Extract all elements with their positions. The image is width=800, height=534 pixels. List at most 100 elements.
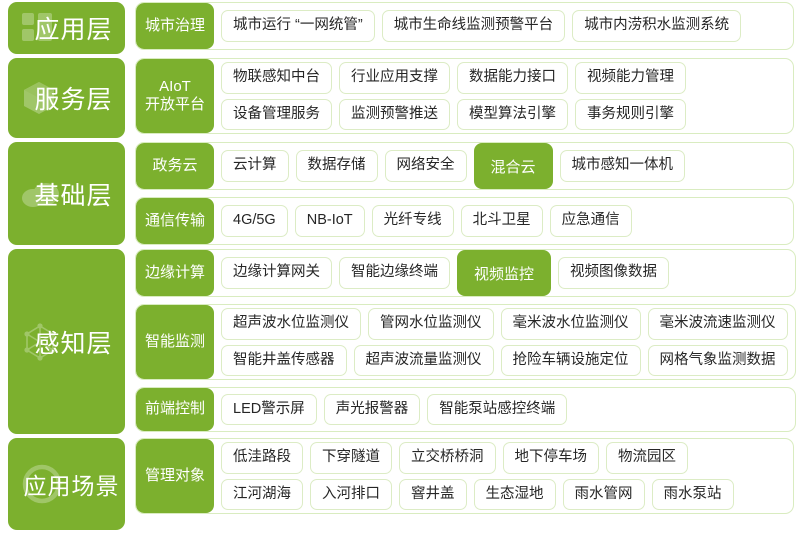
chip-item[interactable]: 地下停车场 [502, 442, 599, 474]
layer-groups-perception: 边缘计算 边缘计算网关 智能边缘终端 视频监控 视频图像数据 智能监测 超 [135, 249, 800, 434]
group-title-edge-computing: 边缘计算 [136, 250, 214, 296]
group-title-city-governance: 城市治理 [136, 3, 214, 49]
group-communication-transmission: 通信传输 4G/5G NB-IoT 光纤专线 北斗卫星 应急通信 [135, 197, 794, 245]
chip-line: LED警示屏 声光报警器 智能泵站感控终端 [221, 393, 788, 426]
chip-item[interactable]: 数据存储 [295, 150, 378, 182]
layer-label-infrastructure-layer: 基础层 [8, 142, 125, 245]
chip-item[interactable]: 光纤专线 [371, 205, 454, 237]
chip-item[interactable]: 应急通信 [549, 205, 632, 237]
chip-item[interactable]: 城市运行 “一网统管” [221, 10, 375, 42]
chip-item[interactable]: 边缘计算网关 [221, 257, 332, 289]
group-title-government-cloud: 政务云 [136, 143, 214, 189]
chip-item[interactable]: 智能泵站感控终端 [427, 393, 568, 426]
layer-title: 服务层 [34, 86, 113, 114]
chip-item[interactable]: 云计算 [221, 150, 289, 182]
chip-item[interactable]: 毫米波水位监测仪 [500, 308, 641, 340]
group-aiot-open-platform: AIoT 开放平台 物联感知中台 行业应用支撑 数据能力接口 视频能力管理 设备… [135, 58, 794, 134]
group-front-end-control: 前端控制 LED警示屏 声光报警器 智能泵站感控终端 [135, 387, 796, 432]
group-government-cloud: 政务云 云计算 数据存储 网络安全 混合云 城市感知一体机 [135, 142, 794, 190]
chip-item[interactable]: 模型算法引擎 [457, 98, 568, 130]
split-wrap: 边缘计算网关 智能边缘终端 视频监控 视频图像数据 [214, 250, 795, 296]
layer-groups-application: 城市治理 城市运行 “一网统管” 城市生命线监测预警平台 城市内涝积水监测系统 [135, 2, 800, 54]
group-title-line: AIoT [159, 77, 191, 95]
group-city-governance: 城市治理 城市运行 “一网统管” 城市生命线监测预警平台 城市内涝积水监测系统 [135, 2, 794, 50]
chip-line: 超声波水位监测仪 管网水位监测仪 毫米波水位监测仪 毫米波流速监测仪 [221, 308, 788, 340]
chip-item[interactable]: 超声波水位监测仪 [221, 308, 361, 340]
chip-area-communication: 4G/5G NB-IoT 光纤专线 北斗卫星 应急通信 [214, 198, 793, 244]
chip-item[interactable]: 窨井盖 [399, 478, 467, 510]
chip-item[interactable]: 城市感知一体机 [559, 150, 686, 182]
chip-item[interactable]: 声光报警器 [323, 393, 421, 426]
chip-item[interactable]: 行业应用支撑 [339, 62, 450, 94]
group-title-video-surveillance: 视频监控 [457, 250, 552, 296]
group-title-management-objects: 管理对象 [136, 439, 214, 513]
chip-item[interactable]: 城市内涝积水监测系统 [572, 10, 742, 42]
group-title-line: 开放平台 [144, 96, 205, 113]
chip-item[interactable]: 数据能力接口 [457, 62, 568, 94]
chip-line: 4G/5G NB-IoT 光纤专线 北斗卫星 应急通信 [221, 205, 786, 237]
group-edge-computing: 边缘计算 边缘计算网关 智能边缘终端 视频监控 视频图像数据 [135, 249, 796, 297]
chip-line: 低洼路段 下穿隧道 立交桥桥洞 地下停车场 物流园区 [221, 442, 786, 474]
chip-item[interactable]: 城市生命线监测预警平台 [381, 10, 566, 42]
chip-item[interactable]: 网络安全 [384, 150, 467, 182]
chip-line: 城市运行 “一网统管” 城市生命线监测预警平台 城市内涝积水监测系统 [221, 10, 786, 42]
layer-title: 应用场景 [23, 473, 120, 499]
chip-area-edge-computing: 边缘计算网关 智能边缘终端 [214, 250, 457, 296]
layer-groups-service: AIoT 开放平台 物联感知中台 行业应用支撑 数据能力接口 视频能力管理 设备… [135, 58, 800, 138]
chip-item[interactable]: 智能井盖传感器 [221, 344, 347, 376]
chip-item[interactable]: 视频图像数据 [558, 257, 670, 289]
chip-item[interactable]: 立交桥桥洞 [399, 442, 496, 474]
layer-infrastructure: 基础层 政务云 云计算 数据存储 网络安全 混合云 城市感知一体机 [0, 142, 800, 245]
chip-item[interactable]: 设备管理服务 [221, 98, 332, 130]
chip-item[interactable]: 超声波流量监测仪 [353, 344, 494, 376]
layer-label-application-scenario-layer: 应用场景 [8, 438, 125, 530]
chip-line: 设备管理服务 监测预警推送 模型算法引擎 事务规则引擎 [221, 98, 786, 130]
chip-item[interactable]: 下穿隧道 [310, 442, 392, 474]
chip-area-front-end-control: LED警示屏 声光报警器 智能泵站感控终端 [214, 388, 795, 431]
layer-label-application-layer: 应用层 [8, 2, 125, 54]
chip-item[interactable]: 管网水位监测仪 [368, 308, 494, 340]
chip-item[interactable]: 低洼路段 [221, 442, 303, 474]
chip-item[interactable]: 物联感知中台 [221, 62, 332, 94]
chip-area-video-surveillance: 视频图像数据 [551, 250, 794, 296]
chip-item[interactable]: 监测预警推送 [339, 98, 450, 130]
chip-item[interactable]: 生态湿地 [473, 478, 556, 510]
group-title-intelligent-monitoring: 智能监测 [136, 305, 214, 379]
group-management-objects: 管理对象 低洼路段 下穿隧道 立交桥桥洞 地下停车场 物流园区 江河湖海 入河排… [135, 438, 794, 514]
group-title-aiot-open-platform: AIoT 开放平台 [136, 59, 214, 133]
layer-title: 应用层 [34, 16, 113, 44]
chip-area-hybrid-cloud: 城市感知一体机 [553, 143, 793, 189]
chip-line: 智能井盖传感器 超声波流量监测仪 抢险车辆设施定位 网格气象监测数据 [221, 344, 788, 376]
layer-application: 应用层 城市治理 城市运行 “一网统管” 城市生命线监测预警平台 城市内涝积水监… [0, 2, 800, 54]
chip-item[interactable]: 北斗卫星 [460, 205, 543, 237]
chip-item[interactable]: 雨水管网 [562, 478, 645, 510]
layer-groups-infrastructure: 政务云 云计算 数据存储 网络安全 混合云 城市感知一体机 通信传输 [135, 142, 800, 245]
chip-area-city-governance: 城市运行 “一网统管” 城市生命线监测预警平台 城市内涝积水监测系统 [214, 3, 793, 49]
group-title-hybrid-cloud: 混合云 [473, 143, 553, 189]
chip-area-intelligent-monitoring: 超声波水位监测仪 管网水位监测仪 毫米波水位监测仪 毫米波流速监测仪 智能井盖传… [214, 305, 795, 379]
chip-item[interactable]: 网格气象监测数据 [647, 344, 788, 376]
layer-groups-application-scenario: 管理对象 低洼路段 下穿隧道 立交桥桥洞 地下停车场 物流园区 江河湖海 入河排… [135, 438, 800, 530]
chip-item[interactable]: 视频能力管理 [575, 62, 686, 94]
chip-item[interactable]: 雨水泵站 [651, 478, 734, 510]
chip-item[interactable]: NB-IoT [294, 205, 365, 237]
chip-item[interactable]: 毫米波流速监测仪 [647, 308, 788, 340]
layer-perception: 感知层 边缘计算 边缘计算网关 智能边缘终端 视频监控 视频图像数据 智能监测 [0, 249, 800, 434]
chip-item[interactable]: 抢险车辆设施定位 [500, 344, 641, 376]
split-wrap: 云计算 数据存储 网络安全 混合云 城市感知一体机 [214, 143, 793, 189]
chip-item[interactable]: 入河排口 [310, 478, 392, 510]
chip-item[interactable]: 江河湖海 [221, 478, 303, 510]
chip-item[interactable]: 事务规则引擎 [575, 98, 686, 130]
chip-item[interactable]: 4G/5G [221, 205, 288, 237]
group-title-communication-transmission: 通信传输 [136, 198, 214, 244]
chip-item[interactable]: 物流园区 [606, 442, 688, 474]
layer-application-scenario: 应用场景 管理对象 低洼路段 下穿隧道 立交桥桥洞 地下停车场 物流园区 江河湖… [0, 438, 800, 530]
chip-line: 物联感知中台 行业应用支撑 数据能力接口 视频能力管理 [221, 62, 786, 94]
chip-item[interactable]: LED警示屏 [221, 393, 317, 426]
layer-title: 基础层 [34, 181, 113, 210]
layer-service: 服务层 AIoT 开放平台 物联感知中台 行业应用支撑 数据能力接口 视频能力管… [0, 58, 800, 138]
chip-area-government-cloud: 云计算 数据存储 网络安全 [214, 143, 474, 189]
chip-item[interactable]: 智能边缘终端 [339, 257, 450, 289]
layer-title: 感知层 [34, 329, 113, 358]
